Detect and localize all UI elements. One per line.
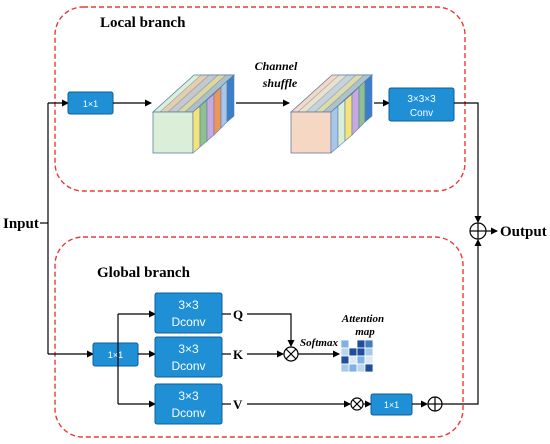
- local-to-output-arrow: [454, 102, 482, 223]
- softmax-label: Softmax: [300, 337, 338, 349]
- output-label: Output: [500, 224, 547, 240]
- local-conv1x1-label: 1×1: [83, 99, 98, 109]
- dconv-k-block: [154, 336, 223, 378]
- channel-shuffle-label-line2: shuffle: [262, 76, 298, 90]
- global-conv1x1-out-label: 1×1: [384, 400, 399, 410]
- v-multiply-symbol: [350, 397, 364, 411]
- q-to-multiply-arrow: [247, 313, 295, 347]
- attention-map-grid: [340, 339, 374, 373]
- qk-multiply-symbol: [283, 346, 299, 362]
- dconv-k-label-line2: Dconv: [171, 359, 205, 373]
- channel-shuffle-label-line1: Channel: [255, 59, 298, 73]
- dconv-v-label-line2: Dconv: [171, 406, 205, 420]
- dconv-v-label-line1: 3×3: [178, 389, 199, 403]
- global-branch-container: [54, 236, 464, 438]
- local-branch-title: Local branch: [100, 15, 186, 31]
- feature-tensor-after-shuffle: [289, 74, 374, 154]
- v-label: V: [233, 397, 243, 412]
- dconv-q-label-line1: 3×3: [178, 298, 199, 312]
- input-label: Input: [3, 216, 39, 232]
- dconv-q-block: [154, 292, 223, 334]
- attention-map-label-line1: Attention: [341, 313, 384, 325]
- conv3x3x3-block: [388, 87, 455, 122]
- dconv-q-label-line2: Dconv: [171, 315, 205, 329]
- conv3x3x3-label-line1: 3×3×3: [407, 94, 436, 105]
- dconv-k-label-line1: 3×3: [178, 342, 199, 356]
- global-add-symbol: [427, 396, 443, 412]
- global-conv1x1-label: 1×1: [108, 350, 123, 360]
- attention-map-label-line2: map: [355, 326, 375, 338]
- output-add-symbol: [469, 222, 487, 240]
- local-branch-container: [54, 6, 466, 192]
- conv3x3x3-label-line2: Conv: [410, 108, 433, 119]
- feature-tensor-before-shuffle: [151, 74, 236, 154]
- k-label: K: [233, 347, 244, 362]
- global-branch-title: Global branch: [97, 265, 191, 281]
- global-to-output-arrow: [442, 239, 482, 405]
- q-label: Q: [233, 307, 243, 322]
